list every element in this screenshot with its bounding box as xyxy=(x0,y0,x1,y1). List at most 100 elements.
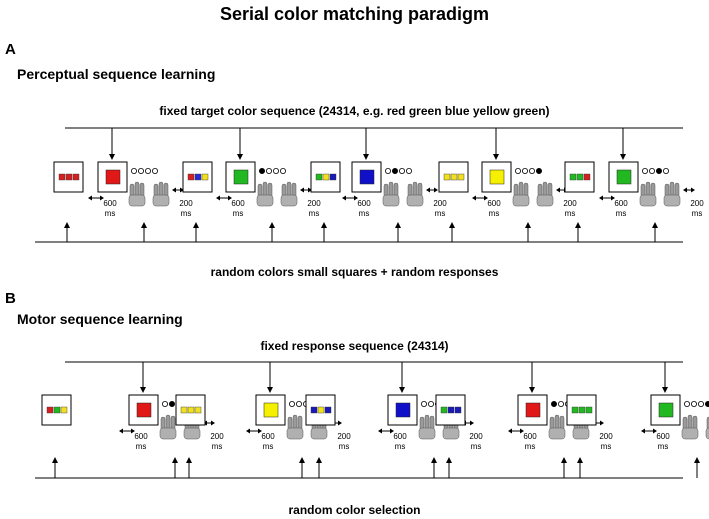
stimulus-duration-arrow-left-head xyxy=(88,195,92,201)
iti-duration-unit: ms xyxy=(692,209,703,218)
stimulus-duration-value: 600 xyxy=(103,199,117,208)
small-color-square xyxy=(310,406,318,414)
small-color-square xyxy=(317,406,325,414)
target-color-square xyxy=(105,169,121,185)
timeline-up-arrow-head xyxy=(652,222,658,228)
stimulus-duration-arrow-right-head xyxy=(131,428,135,434)
sequence-arrow-head xyxy=(267,387,273,393)
stimulus-duration-arrow-left-head xyxy=(342,195,346,201)
response-dot-empty xyxy=(265,167,272,174)
panel-a-subtitle: Perceptual sequence learning xyxy=(17,66,216,82)
target-color-square xyxy=(233,169,249,185)
hand-icon-left-palm xyxy=(286,427,304,440)
small-color-square xyxy=(194,406,202,414)
stimulus-duration-value: 600 xyxy=(134,432,148,441)
hand-icon-left-palm xyxy=(681,427,699,440)
response-dot-empty xyxy=(295,400,302,407)
hand-icon-left-palm xyxy=(418,427,436,440)
target-color-square xyxy=(525,402,541,418)
hand-icon-left xyxy=(548,414,566,440)
stimulus-duration-value: 600 xyxy=(487,199,501,208)
stimulus-duration-value: 600 xyxy=(523,432,537,441)
stimulus-duration-unit: ms xyxy=(263,442,274,451)
hand-icon-right-palm xyxy=(442,427,460,440)
response-dot-empty xyxy=(272,167,279,174)
response-dot-empty xyxy=(663,167,670,174)
sequence-arrow-head xyxy=(237,154,243,160)
iti-duration-value: 200 xyxy=(210,432,224,441)
small-color-square xyxy=(315,173,323,181)
target-color-square xyxy=(359,169,375,185)
hand-icon-right-palm xyxy=(183,427,201,440)
iti-duration-arrow-right-head xyxy=(691,187,695,193)
iti-duration-value: 200 xyxy=(433,199,447,208)
stimulus-duration-unit: ms xyxy=(359,209,370,218)
iti-duration-value: 200 xyxy=(307,199,321,208)
stimulus-duration-value: 600 xyxy=(393,432,407,441)
panel-a-bottom-label: random colors small squares + random res… xyxy=(210,265,499,279)
hand-icon-right xyxy=(280,181,298,207)
timeline-up-arrow-head xyxy=(575,222,581,228)
response-dot-empty xyxy=(684,400,691,407)
small-color-square xyxy=(447,406,455,414)
stimulus-duration-unit: ms xyxy=(616,209,627,218)
small-color-square xyxy=(450,173,458,181)
small-color-square xyxy=(576,173,584,181)
stimulus-duration-value: 600 xyxy=(656,432,670,441)
hand-icon-left xyxy=(382,181,400,207)
response-dot-empty xyxy=(698,400,705,407)
timeline-up-arrow-head xyxy=(186,457,192,463)
stimulus-duration-arrow-left-head xyxy=(119,428,123,434)
iti-duration-unit: ms xyxy=(309,209,320,218)
small-color-square xyxy=(583,173,591,181)
timeline-up-arrow-head xyxy=(446,457,452,463)
iti-duration-value: 200 xyxy=(179,199,193,208)
iti-duration-arrow-left-head xyxy=(426,187,430,193)
small-color-square xyxy=(454,406,462,414)
hand-icon-left-palm xyxy=(128,194,146,207)
response-dot-empty xyxy=(144,167,151,174)
hand-icon-left-palm xyxy=(512,194,530,207)
timeline-up-arrow-head xyxy=(395,222,401,228)
response-dot-empty xyxy=(691,400,698,407)
panel-b-bottom-label: random color selection xyxy=(288,503,421,517)
hand-icon-left-palm xyxy=(548,427,566,440)
small-color-square xyxy=(72,173,80,181)
response-dot-empty xyxy=(427,400,434,407)
stimulus-duration-unit: ms xyxy=(525,442,536,451)
hand-icon-left xyxy=(512,181,530,207)
stimulus-duration-arrow-left-head xyxy=(378,428,382,434)
stimulus-duration-unit: ms xyxy=(658,442,669,451)
stimulus-duration-unit: ms xyxy=(105,209,116,218)
sequence-arrow-head xyxy=(140,387,146,393)
iti-duration-arrow-right-head xyxy=(470,420,474,426)
response-dot-empty xyxy=(288,400,295,407)
panel-a-timeline: 600ms200ms600ms200ms600ms200ms600ms200ms… xyxy=(35,127,704,243)
timeline-up-arrow-head xyxy=(172,457,178,463)
small-color-square xyxy=(65,173,73,181)
hand-icon-left xyxy=(286,414,304,440)
hand-icon-right xyxy=(406,181,424,207)
iti-duration-value: 200 xyxy=(690,199,704,208)
response-dot-empty xyxy=(384,167,391,174)
stimulus-duration-value: 600 xyxy=(231,199,245,208)
timeline-up-arrow-head xyxy=(449,222,455,228)
hand-icon-left-palm xyxy=(639,194,657,207)
iti-duration-unit: ms xyxy=(601,442,612,451)
small-color-square xyxy=(180,406,188,414)
iti-duration-arrow-right-head xyxy=(211,420,215,426)
target-color-square xyxy=(395,402,411,418)
sequence-arrow-head xyxy=(620,154,626,160)
sequence-arrow-head xyxy=(363,154,369,160)
hand-icon-right-palm xyxy=(152,194,170,207)
hand-icon-left-palm xyxy=(382,194,400,207)
sequence-arrow-head xyxy=(662,387,668,393)
response-dot-empty xyxy=(558,400,565,407)
panel-b-timeline: 600ms200ms600ms200ms600ms200ms600ms200ms… xyxy=(35,361,709,479)
stimulus-duration-unit: ms xyxy=(489,209,500,218)
panel-a-top-label: fixed target color sequence (24314, e.g.… xyxy=(159,104,550,118)
